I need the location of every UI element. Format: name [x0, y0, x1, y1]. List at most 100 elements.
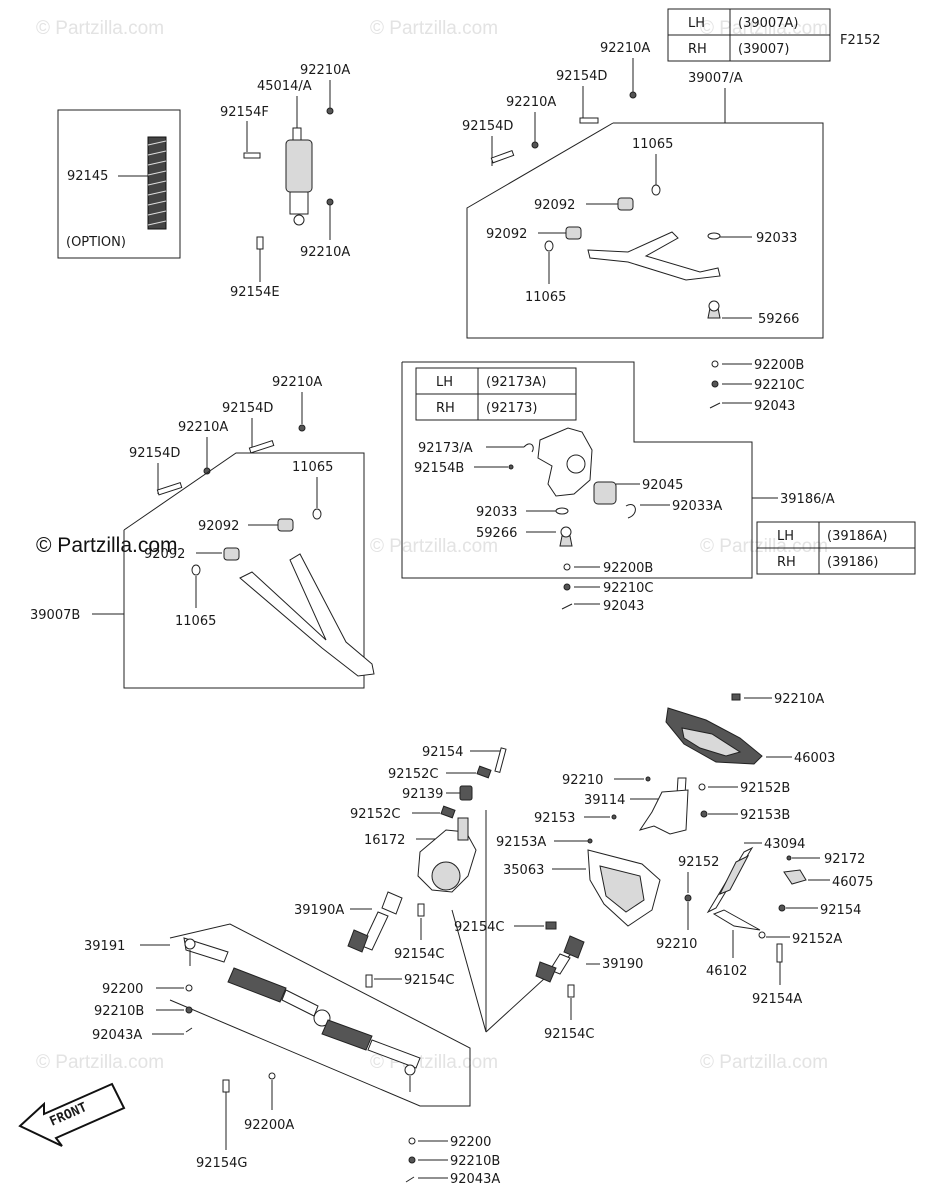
part-label: 92092	[198, 519, 239, 534]
part-label: 92152	[678, 855, 719, 870]
front-arrow-icon: FRONT	[18, 1082, 126, 1147]
table-upper-arm: LH (39007A) RH (39007)	[667, 8, 831, 62]
part-label: 39190	[602, 957, 643, 972]
part-label: 46003	[794, 751, 835, 766]
part-label: 92154C	[544, 1027, 594, 1042]
part-label: 92210	[562, 773, 603, 788]
part-label: 92210A	[300, 63, 350, 78]
part-label: 39007B	[30, 608, 80, 623]
steering-knuckle-icon	[537, 427, 593, 497]
part-label: 92154C	[454, 920, 504, 935]
part-label: 92210A	[300, 245, 350, 260]
part-label: 92200	[450, 1135, 491, 1150]
part-label: 92092	[486, 227, 527, 242]
part-label: 39114	[584, 793, 625, 808]
table-lh-value: (39186A)	[827, 529, 887, 544]
watermark: © Partzilla.com	[36, 18, 164, 39]
part-label: 92152B	[740, 781, 790, 796]
table-rh-label: RH	[436, 401, 455, 416]
table-lh-value: (39007A)	[738, 16, 798, 31]
part-label: 39186/A	[780, 492, 835, 507]
part-label: 45014/A	[257, 79, 312, 94]
part-label: 92200B	[754, 358, 804, 373]
part-label: 11065	[292, 460, 333, 475]
part-label: 92033A	[672, 499, 722, 514]
part-label: 92043A	[450, 1172, 500, 1187]
upper-a-arm-icon	[587, 231, 721, 281]
part-label: 92152C	[388, 767, 438, 782]
part-label: 11065	[632, 137, 673, 152]
part-label: 92200A	[244, 1118, 294, 1133]
part-label: 92154D	[556, 69, 607, 84]
table-rh-value: (39186)	[827, 555, 879, 570]
part-label: 92154	[422, 745, 463, 760]
watermark: © Partzilla.com	[36, 1052, 164, 1073]
part-label: 92043A	[92, 1028, 142, 1043]
part-label: 46102	[706, 964, 747, 979]
part-label: 92210C	[754, 378, 804, 393]
part-label: 39191	[84, 939, 125, 954]
steering-column-icon	[638, 777, 689, 835]
table-lh-value: (92173A)	[486, 375, 546, 390]
part-label: 92152A	[792, 932, 842, 947]
part-label: 92043	[754, 399, 795, 414]
part-label: 92210B	[450, 1154, 500, 1169]
part-label: 92154C	[394, 947, 444, 962]
part-label: 92154	[820, 903, 861, 918]
part-label: 59266	[758, 312, 799, 327]
table-rh-label: RH	[777, 555, 796, 570]
part-label: 92210A	[600, 41, 650, 56]
watermark-main: © Partzilla.com	[36, 534, 178, 557]
part-label: 92154D	[222, 401, 273, 416]
part-label: 11065	[525, 290, 566, 305]
part-label: 92033	[756, 231, 797, 246]
steering-wheel-icon	[665, 707, 763, 765]
part-label: 92154F	[220, 105, 269, 120]
table-lh-label: LH	[777, 529, 794, 544]
part-label: 11065	[175, 614, 216, 629]
part-label: 92154A	[752, 992, 802, 1007]
part-label: 92154D	[462, 119, 513, 134]
part-label: 92154B	[414, 461, 464, 476]
part-label: 43094	[764, 837, 805, 852]
option-box: (OPTION) 92145	[57, 109, 181, 259]
part-label: 92153	[534, 811, 575, 826]
part-label: 92210A	[272, 375, 322, 390]
part-label: 16172	[364, 833, 405, 848]
part-label: 92210A	[178, 420, 228, 435]
part-label: 92154D	[129, 446, 180, 461]
part-label: 92210B	[94, 1004, 144, 1019]
part-label: 39190A	[294, 903, 344, 918]
power-steering-unit-icon	[417, 817, 477, 893]
part-label: 92154C	[404, 973, 454, 988]
part-label: 59266	[476, 526, 517, 541]
steering-shaft-a-icon	[347, 891, 403, 953]
table-knuckle: LH (39186A) RH (39186)	[756, 521, 916, 575]
watermark: © Partzilla.com	[700, 536, 828, 557]
option-label: (OPTION)	[66, 235, 126, 250]
steering-shaft-icon	[535, 935, 585, 983]
part-label: 92154G	[196, 1156, 247, 1171]
part-label: 92172	[824, 852, 865, 867]
tilt-damper-icon	[706, 846, 761, 931]
table-lh-label: LH	[436, 375, 453, 390]
diagram-code: F2152	[840, 33, 881, 48]
part-label: 92139	[402, 787, 443, 802]
table-rh-value: (39007)	[738, 42, 790, 57]
part-label: 92145	[67, 169, 108, 184]
part-label: 92043	[603, 599, 644, 614]
table-rh-label: RH	[688, 42, 707, 57]
part-label: 92210C	[603, 581, 653, 596]
watermark: © Partzilla.com	[700, 1052, 828, 1073]
table-knuckle-part: LH (92173A) RH (92173)	[415, 367, 577, 421]
steering-rack-icon	[183, 937, 421, 1092]
part-label: 92200	[102, 982, 143, 997]
watermark: © Partzilla.com	[700, 18, 828, 39]
table-lh-label: LH	[688, 16, 705, 31]
part-label: 92200B	[603, 561, 653, 576]
part-label: 35063	[503, 863, 544, 878]
part-label: 92173/A	[418, 441, 473, 456]
part-label: 92092	[534, 198, 575, 213]
spring-icon	[147, 136, 167, 230]
